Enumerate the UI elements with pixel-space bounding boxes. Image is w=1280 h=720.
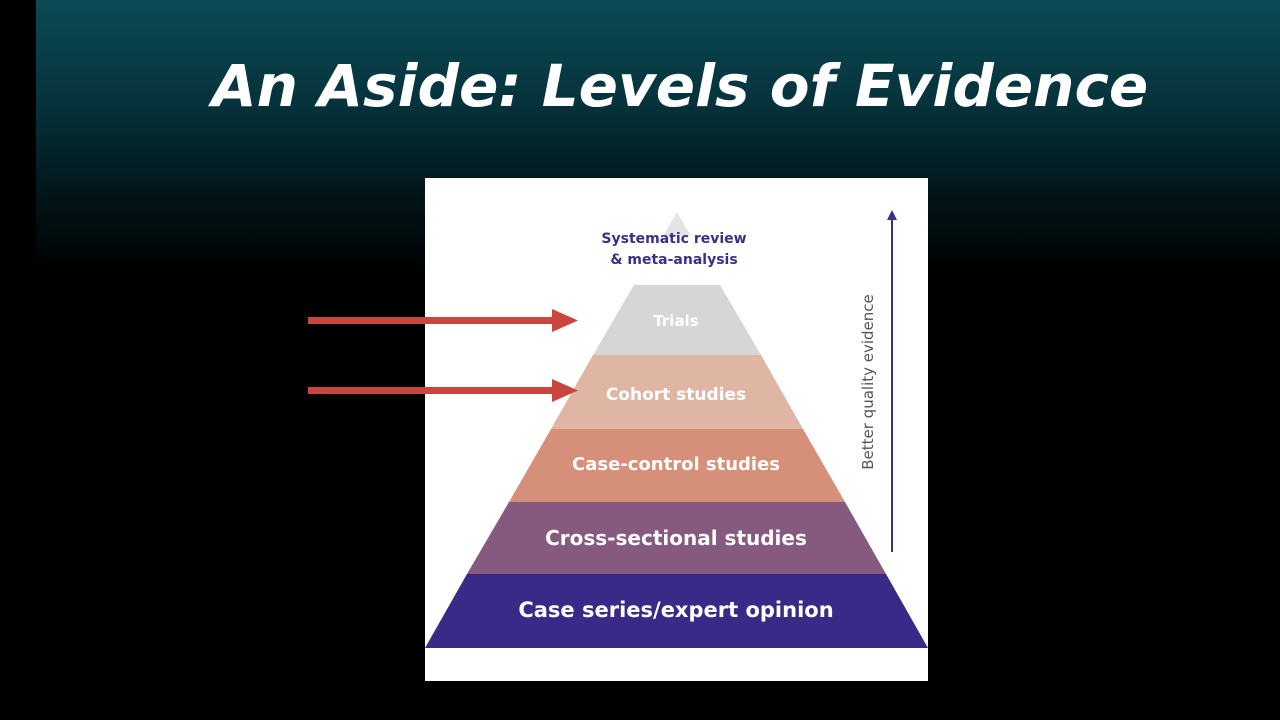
quality-axis-arrowhead-icon (887, 210, 897, 220)
tier-label-trials: Trials (653, 312, 698, 330)
evidence-pyramid: Systematic review & meta-analysis Trials… (425, 210, 928, 648)
tier-label-case-control-studies: Case-control studies (572, 454, 780, 475)
tier-label-meta-analysis: & meta-analysis (610, 252, 737, 268)
quality-axis-label: Better quality evidence (859, 294, 877, 470)
pyramid-tier-cross-sectional-studies (467, 502, 886, 574)
tier-label-case-series: Case series/expert opinion (518, 598, 833, 622)
tier-label-cohort-studies: Cohort studies (606, 385, 746, 405)
annotation-arrow-cohort (308, 379, 578, 402)
pyramid-tier-systematic-review (663, 212, 691, 236)
pyramid-tier-case-control-studies (509, 429, 845, 502)
tier-label-systematic-review: Systematic review (601, 231, 746, 247)
left-border (0, 0, 36, 720)
slide-title: An Aside: Levels of Evidence (211, 52, 1149, 120)
evidence-pyramid-panel: Systematic review & meta-analysis Trials… (425, 178, 928, 681)
pyramid-tier-systematic-review-body (634, 236, 720, 285)
annotation-arrow-trials (308, 309, 578, 332)
pyramid-tier-cohort-studies (551, 355, 803, 429)
pyramid-tier-trials (593, 285, 761, 355)
pyramid-tier-case-series (425, 574, 928, 648)
tier-label-cross-sectional-studies: Cross-sectional studies (545, 526, 807, 550)
